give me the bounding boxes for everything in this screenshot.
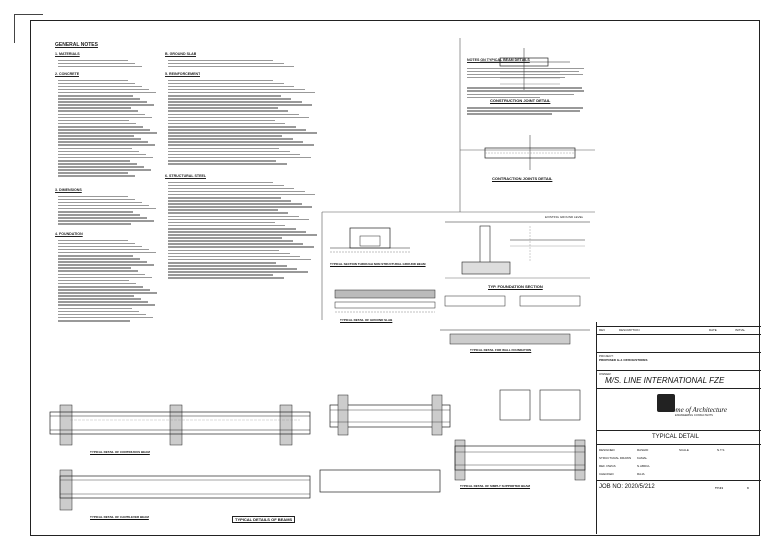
drawing-sheet [30,20,760,536]
construction-joint-label: CONSTRUCTION JOINT DETAIL [490,98,551,103]
foundation-section-label: TYP. FOUNDATION SECTION [488,284,543,289]
description-header: DESCRIPTION [619,328,640,332]
scale-value: N.T.S [717,448,725,452]
project-name: PROPOSED G+1 OFFICE/STORES [599,358,648,362]
notes-on-beams-heading: NOTES ON TYPICAL BEAM DETAILS [467,58,530,62]
beams-label: TYPICAL DETAILS OF BEAMS [232,516,296,523]
wall-foundation-label: TYPICAL DETAIL FOR WALL FOUNDATION [470,348,532,352]
field-label: DESIGNED [599,448,615,452]
firm-logo-icon [657,394,675,412]
revision-number: 0 [747,486,749,490]
ground-slab-drawing [334,289,590,345]
project-label: PROJECT: [599,354,614,358]
note-paragraph [168,58,318,69]
note-paragraph [58,194,158,226]
note-paragraph [58,58,158,69]
note-section-heading: 2. CONCRETE [55,72,80,76]
ground-beam-section-drawing [330,227,410,253]
field-value: N.ABDUL [637,464,651,468]
construction-joint-drawing [480,48,570,90]
existing-ground-label: EXISTING GROUND LEVEL [545,216,584,219]
note-section-heading: 3. DIMENSIONS [55,188,82,192]
beams-section-drawing [329,394,451,436]
field-label: STRUCTURAL DRAWN [599,456,632,460]
sheet-number: TY-01 [715,486,724,490]
continuous-beam-drawing [49,404,311,446]
cantilever-beam-label: TYPICAL DETAIL OF CANTILEVER BEAM [90,515,149,519]
note-section-heading: 6. STRUCTURAL STEEL [165,174,207,178]
note-section-heading: 1. MATERIALS [55,52,80,56]
note-section-heading: 5. REINFORCEMENT [165,72,201,76]
owner-name: M/S. LINE INTERNATIONAL FZE [605,376,725,385]
field-label: CHECKED [599,472,614,476]
ground-slab-label: TYPICAL DETAIL OF GROUND SLAB [340,318,393,322]
firm-name: Home of Architecture [667,406,728,414]
contraction-joint-drawing [484,135,576,170]
firm-subtitle: ENGINEERING CONSULTANTS [675,414,713,417]
rev-header: REV [599,328,606,332]
general-notes-heading: GENERAL NOTES [55,42,98,48]
title-block: REV DESCRIPTION DATE INITIAL PROJECT: PR… [596,322,761,534]
contraction-joints-label: CONTRACTION JOINTS DETAIL [492,176,553,181]
date-header: DATE [709,328,717,332]
note-section-heading: 4. FOUNDATION [55,232,83,236]
note-paragraph [58,78,158,179]
note-paragraph [168,180,318,281]
initial-header: INITIAL [735,328,746,332]
field-value: RASHID [637,448,649,452]
sheet-corner-mark [14,14,43,43]
job-number: JOB NO: 2020/5/212 [599,484,655,490]
field-label: REF. DWGS [599,464,616,468]
notes-on-beams-text [467,66,589,176]
simply-supported-beam-drawing [454,389,586,481]
field-value: KAMAL [637,456,648,460]
owner-label: OWNER: [599,372,612,376]
field-value: RAJA [637,472,645,476]
simply-supported-label: TYPICAL DETAIL OF SIMPLY SUPPORTED BEAM [460,484,531,488]
foundation-section-drawing [445,221,590,279]
note-paragraph [58,238,158,323]
note-paragraph [168,78,318,166]
cantilever-beam-drawing [59,469,441,511]
drawing-title: TYPICAL DETAIL [652,434,700,440]
continuous-beam-label: TYPICAL DETAIL OF CONTINUOUS BEAM [90,450,150,454]
scale-label: SCALE [679,448,689,452]
ground-beam-label: TYPICAL SECTION THROUGH NON STRUCTURAL G… [330,262,426,266]
note-section-heading: B. GROUND SLAB [165,52,197,56]
